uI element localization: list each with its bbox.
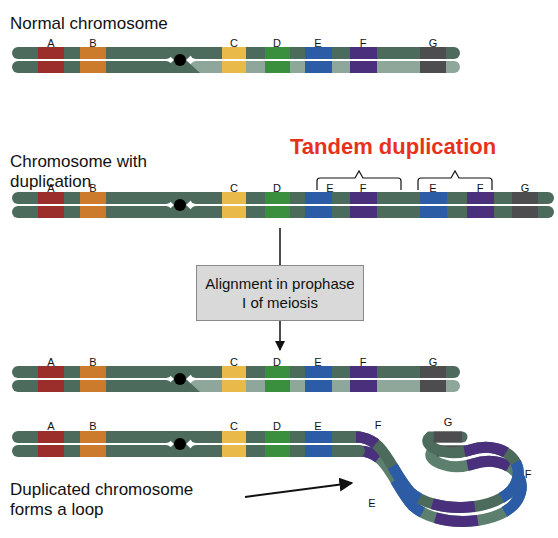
gene-label: G — [429, 356, 438, 369]
gene-label: E — [368, 497, 375, 510]
gene-label: B — [89, 37, 96, 50]
gene-label: A — [47, 356, 54, 369]
gene-label: D — [273, 420, 281, 433]
gene-label: C — [230, 420, 238, 433]
gene-label: D — [273, 356, 281, 369]
gene-label: E — [314, 420, 321, 433]
gene-label: C — [230, 356, 238, 369]
gene-label: F — [360, 37, 367, 50]
gene-label: F — [477, 182, 484, 195]
gene-label: E — [429, 182, 436, 195]
gene-label: G — [444, 416, 453, 429]
gene-label: G — [521, 182, 530, 195]
gene-label: A — [47, 182, 54, 195]
gene-label: F — [525, 468, 532, 481]
gene-label: E — [314, 356, 321, 369]
gene-label: B — [89, 356, 96, 369]
callout-title: Tandem duplication — [290, 134, 496, 159]
gene-label: E — [326, 182, 333, 195]
chromosome — [12, 192, 554, 218]
chromosome — [12, 366, 460, 392]
gene-label: D — [273, 37, 281, 50]
gene-label: C — [230, 182, 238, 195]
process-box: Alignment in prophase I of meiosis — [196, 265, 364, 321]
chromosome — [12, 431, 365, 457]
gene-label: F — [360, 182, 367, 195]
gene-label: B — [89, 420, 96, 433]
leader-arrow — [245, 483, 352, 497]
gene-label: B — [89, 182, 96, 195]
gene-label: D — [273, 182, 281, 195]
gene-label: C — [230, 37, 238, 50]
annotation: Duplicated chromosome forms a loop — [10, 480, 240, 519]
loop-chromatid — [356, 437, 518, 507]
box-text: Alignment in prophase I of meiosis — [203, 274, 357, 312]
flow-line — [279, 228, 281, 265]
gene-label: E — [314, 37, 321, 50]
flow-arrow — [279, 321, 281, 350]
gene-label: A — [47, 420, 54, 433]
chromosome — [12, 47, 460, 73]
heading: Normal chromosome — [10, 14, 168, 34]
gene-label: A — [47, 37, 54, 50]
gene-label: F — [360, 356, 367, 369]
gene-label: G — [429, 37, 438, 50]
gene-label: F — [375, 419, 382, 432]
